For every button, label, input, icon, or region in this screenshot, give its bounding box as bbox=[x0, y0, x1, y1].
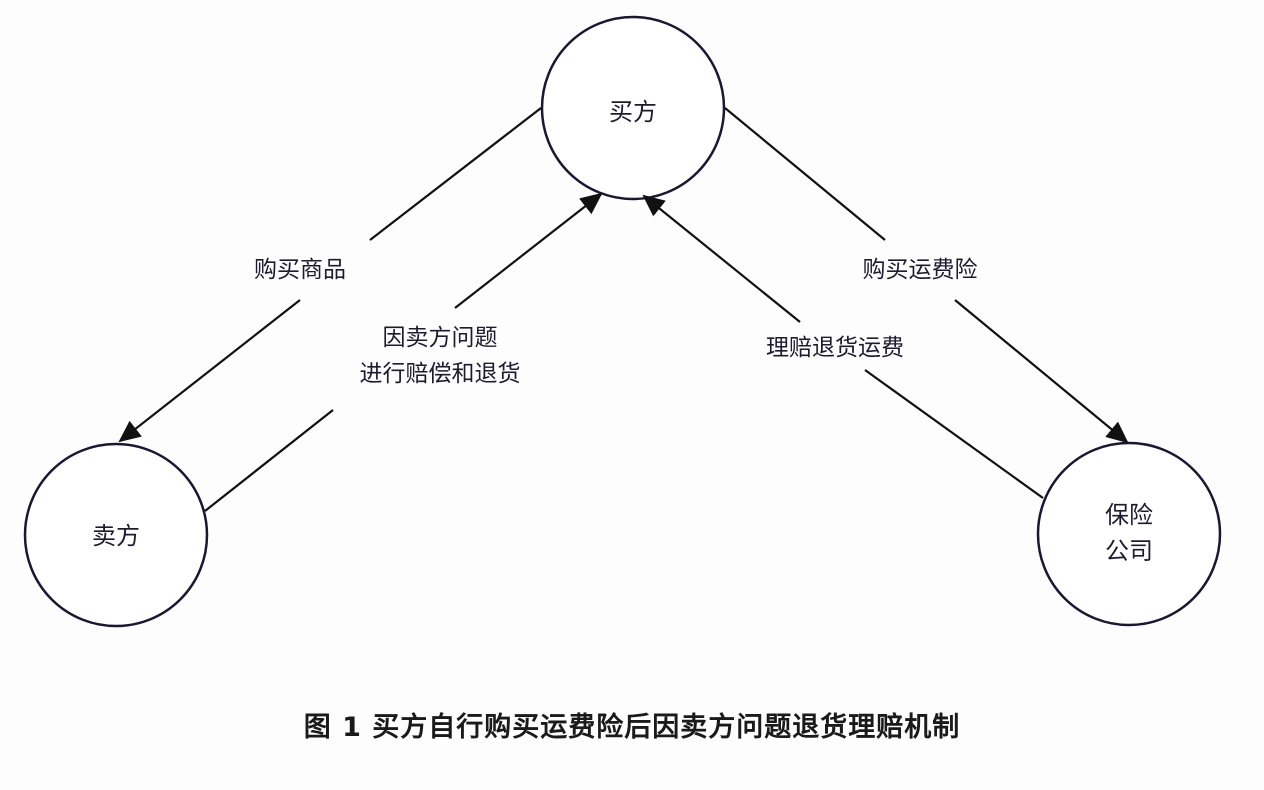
edge-buyer-to-seller bbox=[118, 107, 542, 443]
edge-label-seller-compensation-line2: 进行赔偿和退货 bbox=[359, 361, 521, 387]
figure-caption: 图 1 买方自行购买运费险后因卖方问题退货理赔机制 bbox=[303, 712, 961, 743]
seller-label: 卖方 bbox=[76, 518, 156, 554]
edge-label-claim-shipping: 理赔退货运费 bbox=[735, 330, 935, 366]
edge-insurer-to-buyer bbox=[642, 194, 1044, 499]
edge-buyer-to-insurer bbox=[724, 107, 1129, 444]
seller-node bbox=[23, 442, 209, 628]
edge-label-buy-insurance: 购买运费险 bbox=[835, 252, 1005, 288]
edge-label-buy-goods: 购买商品 bbox=[230, 252, 370, 288]
edge-label-seller-compensation-line1: 因卖方问题 bbox=[382, 325, 498, 351]
insurer-label-line1: 保险 bbox=[1105, 501, 1153, 529]
seller-label-text: 卖方 bbox=[92, 522, 140, 550]
insurer-node bbox=[1036, 441, 1222, 627]
edge-label-seller-compensation: 因卖方问题 进行赔偿和退货 bbox=[320, 320, 560, 392]
insurer-label: 保险 公司 bbox=[1089, 497, 1169, 569]
edge-label-buy-insurance-text: 购买运费险 bbox=[862, 257, 978, 283]
buyer-node bbox=[540, 15, 726, 201]
buyer-label: 买方 bbox=[593, 94, 673, 130]
edge-label-buy-goods-text: 购买商品 bbox=[254, 257, 346, 283]
edge-seller-to-buyer bbox=[204, 192, 603, 512]
insurer-label-line2: 公司 bbox=[1105, 537, 1153, 565]
buyer-label-text: 买方 bbox=[609, 98, 657, 126]
edge-label-claim-shipping-text: 理赔退货运费 bbox=[766, 335, 904, 361]
